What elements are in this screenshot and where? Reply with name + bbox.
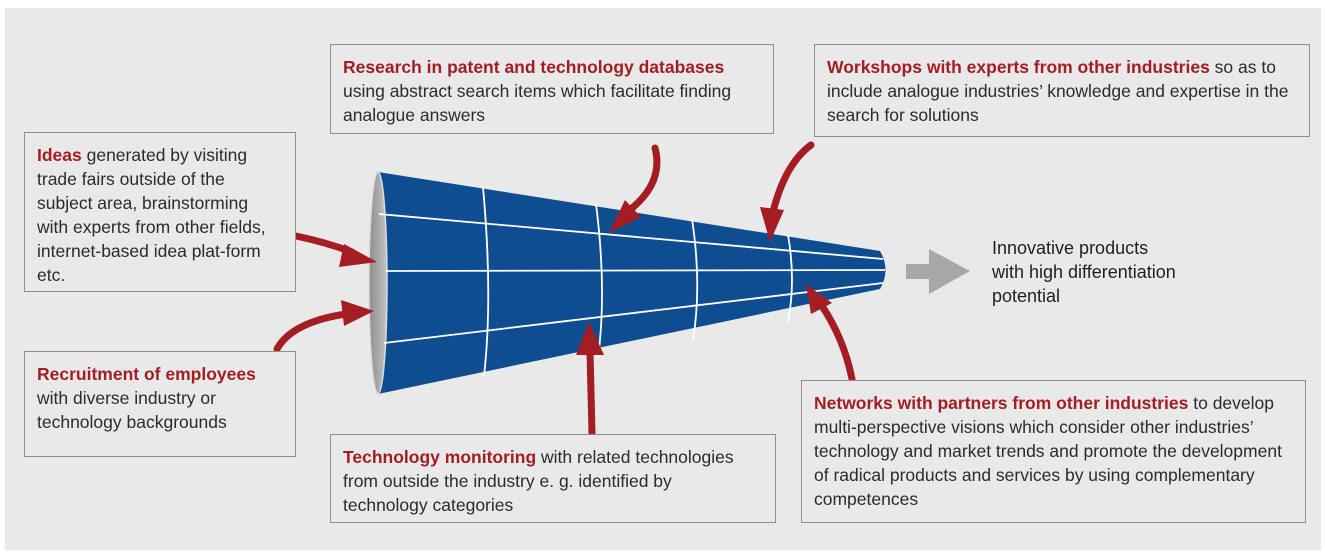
outcome-line: Innovative products: [992, 238, 1149, 258]
funnel-body: [378, 172, 886, 394]
monitoring-text: with related technologies from outside t…: [343, 447, 734, 515]
arrow-from-monitoring: [586, 348, 596, 437]
patents-text: using abstract search items which facili…: [343, 81, 732, 125]
networks-text: to develop multi-perspective visions whi…: [814, 393, 1282, 509]
ideas-text: generated by visiting trade fairs outsid…: [37, 145, 266, 285]
funnel-mouth: [368, 171, 388, 395]
workshops-heading: Workshops with experts from other indust…: [827, 57, 1210, 77]
networks-heading: Networks with partners from other indust…: [814, 393, 1189, 413]
outcome-line: potential: [992, 286, 1061, 306]
workshops-text: so as to include analogue industries’ kn…: [827, 57, 1289, 125]
patents-box: Research in patent and technology databa…: [330, 44, 774, 134]
outcome-label: Innovative products with high differenti…: [992, 236, 1222, 308]
workshops-box: Workshops with experts from other indust…: [814, 44, 1310, 137]
monitoring-box: Technology monitoring with related techn…: [330, 434, 776, 523]
outcome-line: with high differentiation: [992, 262, 1176, 282]
arrow-from-patents: [627, 144, 661, 213]
patents-heading: Research in patent and technology databa…: [343, 57, 725, 77]
arrow-heads: [339, 200, 832, 355]
ideas-heading: Ideas: [37, 145, 82, 165]
monitoring-heading: Technology monitoring: [343, 447, 537, 467]
output-arrow: [906, 249, 970, 294]
arrow-from-workshops: [769, 141, 815, 216]
funnel-grid-lines: [378, 186, 886, 377]
arrow-from-networks: [818, 302, 856, 383]
arrow-from-recruitment: [273, 310, 350, 353]
recruitment-text: with diverse industry or technology back…: [37, 388, 227, 432]
ideas-box: Ideas generated by visiting trade fairs …: [24, 132, 296, 292]
networks-box: Networks with partners from other indust…: [801, 380, 1306, 523]
recruitment-heading: Recruitment of employees: [37, 364, 256, 384]
recruitment-box: Recruitment of employees with diverse in…: [24, 351, 296, 457]
